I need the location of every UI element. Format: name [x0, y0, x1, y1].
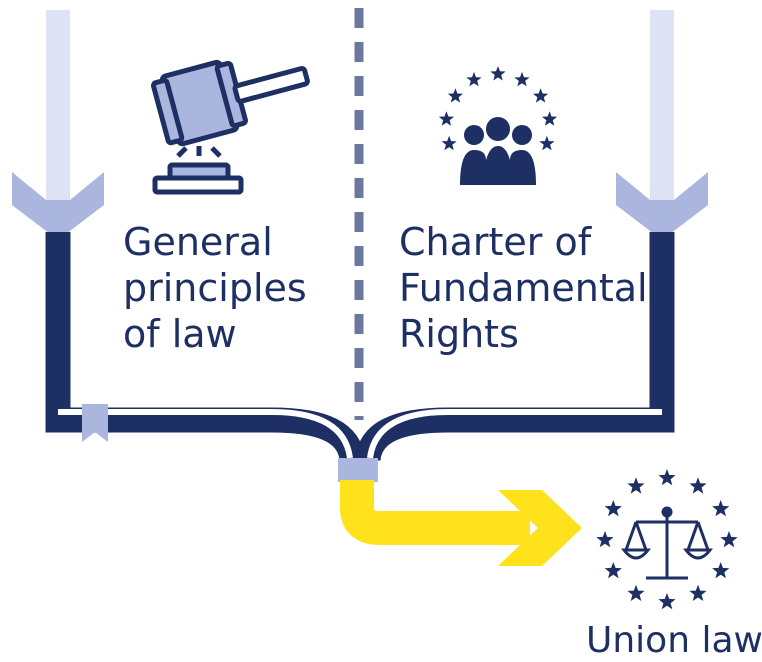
- right-inflow-arrow: [616, 10, 708, 240]
- charter-label: Charter of Fundamental Rights: [399, 219, 648, 357]
- star-icon: [627, 477, 645, 494]
- book-outline: [45, 232, 675, 462]
- star-icon: [627, 584, 645, 601]
- gavel-icon: [150, 59, 310, 195]
- general-principles-line-2: principles: [123, 266, 307, 310]
- star-icon: [689, 477, 707, 494]
- star-icon: [658, 593, 676, 610]
- star-icon: [689, 584, 707, 601]
- general-principles-label: General principles of law: [123, 219, 307, 357]
- star-icon: [720, 531, 738, 548]
- star-icon: [490, 66, 506, 81]
- star-icon: [604, 500, 622, 517]
- yellow-outflow-arrow: [340, 480, 582, 566]
- star-icon: [447, 88, 463, 103]
- eu-stars-scales-icon: [596, 469, 738, 610]
- general-principles-line-1: General: [123, 220, 273, 264]
- union-law-label: Union law: [586, 620, 762, 661]
- star-icon: [596, 531, 614, 548]
- star-icon: [712, 500, 730, 517]
- star-icon: [541, 111, 558, 126]
- star-icon: [441, 135, 457, 151]
- star-icon: [533, 88, 549, 103]
- star-icon: [466, 71, 482, 87]
- star-icon: [438, 111, 455, 126]
- eu-stars-people-icon: [438, 66, 558, 185]
- general-principles-line-3: of law: [123, 312, 237, 356]
- charter-line-1: Charter of: [399, 220, 592, 264]
- bookmark-icon: [82, 404, 108, 442]
- star-icon: [604, 562, 622, 579]
- book-spine: [338, 458, 378, 482]
- charter-line-2: Fundamental: [399, 266, 648, 310]
- star-icon: [658, 469, 676, 486]
- star-icon: [712, 562, 730, 579]
- star-icon: [539, 135, 555, 151]
- charter-line-3: Rights: [399, 312, 519, 356]
- left-inflow-arrow: [12, 10, 104, 240]
- star-icon: [514, 71, 530, 87]
